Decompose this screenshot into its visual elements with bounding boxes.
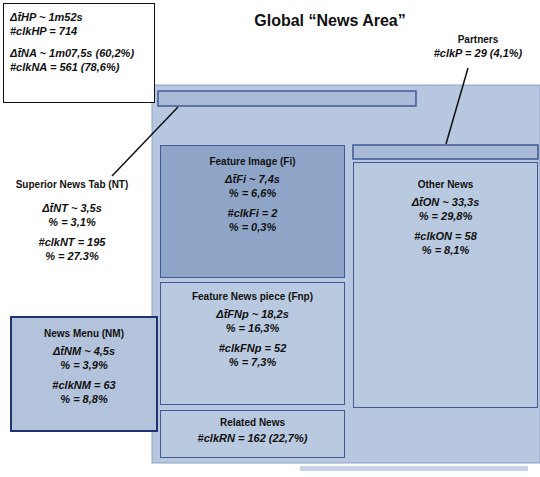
- callout-label: Superior News Tab (NT) Δt̄NT ~ 3,5s % = 3,…: [2, 179, 142, 262]
- section-heading: Related News: [165, 417, 340, 428]
- callout-label: Partners #clkP = 29 (4,1%): [418, 34, 538, 59]
- footer-strip: [300, 466, 528, 471]
- metric-text: % = 27.3%: [2, 250, 142, 262]
- metric-text: Δt̄NT ~ 3,5s: [2, 202, 142, 214]
- callout-heading: Superior News Tab (NT): [2, 179, 142, 190]
- metric-text: #clkNT = 195: [2, 236, 142, 248]
- page-section-box: Feature News piece (Fnp) Δt̄FNp ~ 18,2s % …: [160, 282, 345, 405]
- leader-line: [446, 68, 468, 144]
- section-heading: Other News: [358, 179, 533, 190]
- metric-text: % = 29,8%: [358, 210, 533, 222]
- metric-text: Δt̄NM ~ 4,5s: [16, 345, 152, 357]
- metric-text: #clkNM = 63: [16, 379, 152, 391]
- page-section-box: Related News #clkRN = 162 (22,7%): [160, 410, 345, 458]
- metric-text: % = 8,1%: [358, 244, 533, 256]
- metric-text: % = 3,9%: [16, 359, 152, 371]
- metric-text: #clkON = 58: [358, 230, 533, 242]
- section-heading: Feature News piece (Fnp): [165, 291, 340, 302]
- metric-text: Δt̄NA ~ 1m07,5s (60,2%): [10, 47, 148, 59]
- section-heading: News Menu (NM): [16, 328, 152, 339]
- diagram-title: Global “News Area”: [180, 12, 480, 30]
- metric-text: Δt̄Fi ~ 7,4s: [165, 173, 340, 185]
- nav-bar: [158, 91, 416, 106]
- page-section-box: News Menu (NM) Δt̄NM ~ 4,5s % = 3,9% #clkNM…: [10, 316, 158, 432]
- section-heading: Feature Image (Fi): [165, 156, 340, 167]
- metric-text: #clkFi = 2: [165, 207, 340, 219]
- metric-text: % = 8,8%: [16, 393, 152, 405]
- metric-text: Δt̄FNp ~ 18,2s: [165, 308, 340, 320]
- metric-text: #clkHP = 714: [10, 25, 148, 37]
- metric-text: #clkRN = 162 (22,7%): [165, 432, 340, 444]
- metric-text: % = 3,1%: [2, 216, 142, 228]
- metric-text: % = 6,6%: [165, 187, 340, 199]
- callout-heading: Partners: [418, 34, 538, 45]
- metric-text: Δt̄ON ~ 33,3s: [358, 196, 533, 208]
- metric-text: % = 0,3%: [165, 221, 340, 233]
- page-section-box: Other NewsΔt̄ON ~ 33,3s % = 29,8% #clkON =…: [353, 162, 538, 408]
- metric-text: #clkFNp = 52: [165, 342, 340, 354]
- stats-box: Δt̄HP ~ 1m52s #clkHP = 714Δt̄NA ~ 1m07,5s…: [3, 3, 155, 103]
- metric-text: #clkNA = 561 (78,6%): [10, 61, 148, 73]
- partner-strip: [353, 145, 538, 159]
- metric-text: #clkP = 29 (4,1%): [418, 47, 538, 59]
- metric-text: % = 7,3%: [165, 356, 340, 368]
- metric-text: Δt̄HP ~ 1m52s: [10, 11, 148, 23]
- news-area: [152, 85, 540, 463]
- metric-text: % = 16,3%: [165, 322, 340, 334]
- page-section-box: Feature Image (Fi) Δt̄Fi ~ 7,4s % = 6,6% #c…: [160, 145, 345, 278]
